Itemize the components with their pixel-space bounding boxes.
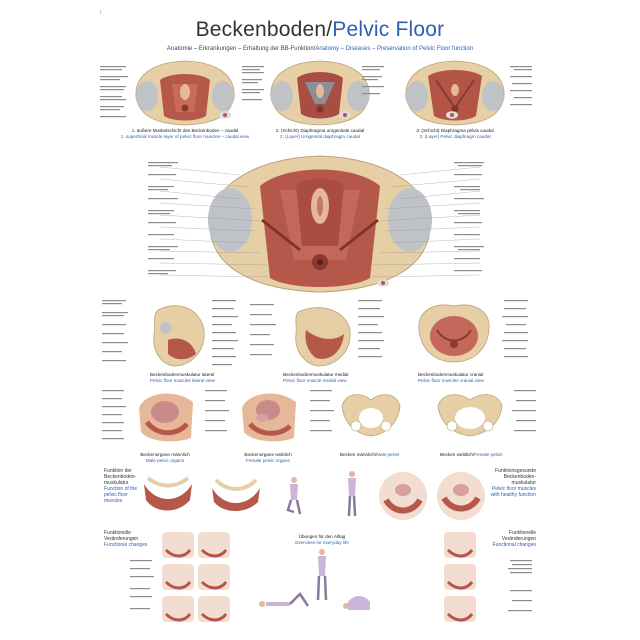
caption-de: 1. äußere Muskelschicht des Beckenboden … xyxy=(131,128,239,133)
caption-en: Female pelvic organs xyxy=(246,457,290,463)
top-caption-3: 3. (Schicht) Diaphragma pelvis caudal 3.… xyxy=(390,128,520,139)
heading-de: Funktionelle Veränderungen xyxy=(104,530,139,542)
function-right-heading: Funktionsgesunde Beckenboden-muskulatur … xyxy=(490,468,536,498)
heading-de: Funktion der Beckenboden-muskulatur xyxy=(104,468,137,486)
muscle-illustration xyxy=(437,472,485,520)
label-lines xyxy=(510,66,532,106)
subtitle-de: Anatomie – Erkrankungen – Erhaltung der … xyxy=(166,46,316,52)
top-caption-1: 1. äußere Muskelschicht des Beckenboden … xyxy=(105,128,265,139)
page-title: Beckenboden/Pelvic Floor xyxy=(0,18,640,42)
heading-en: Pelvic floor muscles with healthy functi… xyxy=(490,486,536,498)
caption-en: Male pelvic organs xyxy=(145,457,185,463)
label-lines xyxy=(102,300,128,362)
leader-lines xyxy=(159,166,481,278)
title-de: Beckenboden/ xyxy=(195,18,333,41)
function-left-heading: Funktion der Beckenboden-muskulatur Func… xyxy=(104,468,138,504)
muscle-illustration xyxy=(212,478,260,511)
organs-caption-2: Beckenorgane weiblich Female pelvic orga… xyxy=(228,452,308,463)
caption-de: Beckenbodenmuskulatur lateral xyxy=(150,372,215,377)
pelvis-thumbnail xyxy=(446,111,458,119)
caption-en: 3. (Layer) Pelvic diaphragm caudal xyxy=(419,133,491,139)
exercise-figure xyxy=(259,592,310,607)
caption-en: Pelvic floor muscles lateral view xyxy=(150,377,215,383)
label-lines xyxy=(362,66,384,95)
organs-caption-4: Becken weiblich/Female pelvis xyxy=(440,452,530,458)
label-lines xyxy=(205,390,229,432)
caption-en: Female pelvis xyxy=(474,452,503,457)
heading-en: Function of the pelvic floor muscles xyxy=(104,486,138,504)
caption-de: Beckenbodenmuskulatur medial xyxy=(283,372,349,377)
cranial-view-illustration xyxy=(418,304,490,363)
exercise-figure xyxy=(343,596,370,610)
pelvis-thumbnail xyxy=(339,111,351,119)
heading-de: Funktionsgesunde Beckenboden-muskulatur xyxy=(495,468,536,486)
muscle-illustration xyxy=(162,532,230,622)
caption-de: Beckenbodenmuskulatur cranial xyxy=(418,372,484,377)
label-lines xyxy=(100,66,128,118)
caption-en: Male pelvis xyxy=(376,452,400,457)
label-lines xyxy=(454,162,484,272)
mid-caption-3: Beckenbodenmuskulatur cranial Pelvic flo… xyxy=(418,372,528,383)
exercises-heading: Übungen für den Alltag Exercises for eve… xyxy=(272,534,372,545)
mid-caption-1: Beckenbodenmuskulatur lateral Pelvic flo… xyxy=(150,372,260,383)
caption-de: 2. (Schicht) Diaphragma urogenitale caud… xyxy=(275,128,365,133)
caption-en: 2. (Layer) Urogenital diaphragm caudal xyxy=(280,133,360,139)
caption-de: 3. (Schicht) Diaphragma pelvis caudal xyxy=(416,128,494,133)
exercise-figure xyxy=(316,549,328,601)
mid-caption-2: Beckenbodenmuskulatur medial Pelvic floo… xyxy=(283,372,393,383)
heading-en: Exercises for everyday life xyxy=(295,539,349,545)
caption-de: Beckenorgane weiblich xyxy=(244,452,292,457)
page-marker: ! xyxy=(100,10,102,16)
female-pelvic-organs-illustration xyxy=(242,393,296,442)
caption-en: Pelvic floor muscle medial view xyxy=(283,377,347,383)
label-lines xyxy=(250,304,276,356)
caption-en: 1. superficial muscle layer of pelvic fl… xyxy=(120,133,250,139)
heading-de: Funktionelle Veränderungen xyxy=(501,530,536,542)
label-lines xyxy=(130,560,154,610)
organs-caption-1: Beckenorgane männlich Male pelvic organs xyxy=(125,452,205,463)
caption-de: Becken männlich/ xyxy=(340,452,377,457)
heading-en: Functional changes xyxy=(104,542,148,548)
label-lines xyxy=(242,66,264,101)
center-pelvic-floor-illustration xyxy=(208,155,432,293)
male-pelvis-illustration xyxy=(341,394,401,437)
pelvis-thumbnail xyxy=(219,111,231,119)
pelvis-thumbnail xyxy=(377,279,389,287)
organs-caption-3: Becken männlich/Male pelvis xyxy=(340,452,420,458)
label-lines xyxy=(148,162,178,275)
male-pelvic-organs-illustration xyxy=(139,393,193,442)
medial-view-illustration xyxy=(295,307,351,367)
changes-right-heading: Funktionelle Veränderungen Functional ch… xyxy=(480,530,536,548)
label-lines xyxy=(310,390,334,432)
pelvis-illustration xyxy=(270,60,370,126)
changes-left-heading: Funktionelle Veränderungen Functional ch… xyxy=(104,530,164,548)
muscle-illustration xyxy=(144,476,192,511)
label-lines xyxy=(508,560,532,612)
muscle-illustration xyxy=(444,532,476,622)
muscle-illustration xyxy=(379,472,427,520)
pelvis-illustration xyxy=(135,60,235,126)
heading-de: Übungen für den Alltag xyxy=(298,534,346,539)
caption-de: Becken weiblich/ xyxy=(440,452,475,457)
caption-en: Pelvic floor muscles cranial view xyxy=(418,377,484,383)
exercise-figure xyxy=(286,477,302,515)
label-lines xyxy=(358,300,384,358)
label-lines xyxy=(512,390,536,432)
title-en: Pelvic Floor xyxy=(332,18,445,41)
page-subtitle: Anatomie – Erkrankungen – Erhaltung der … xyxy=(0,46,640,52)
caption-de: Beckenorgane männlich xyxy=(140,452,190,457)
exercise-figure xyxy=(347,471,357,517)
label-lines xyxy=(102,390,126,440)
pelvis-illustration xyxy=(405,60,505,126)
subtitle-en: Anatomy – Diseases – Preservation of Pel… xyxy=(315,46,474,52)
label-lines xyxy=(212,300,238,366)
label-lines xyxy=(502,300,528,358)
lateral-view-illustration xyxy=(153,305,205,367)
heading-en: Functional changes xyxy=(492,542,536,548)
female-pelvis-illustration xyxy=(437,394,503,437)
top-caption-2: 2. (Schicht) Diaphragma urogenitale caud… xyxy=(245,128,395,139)
